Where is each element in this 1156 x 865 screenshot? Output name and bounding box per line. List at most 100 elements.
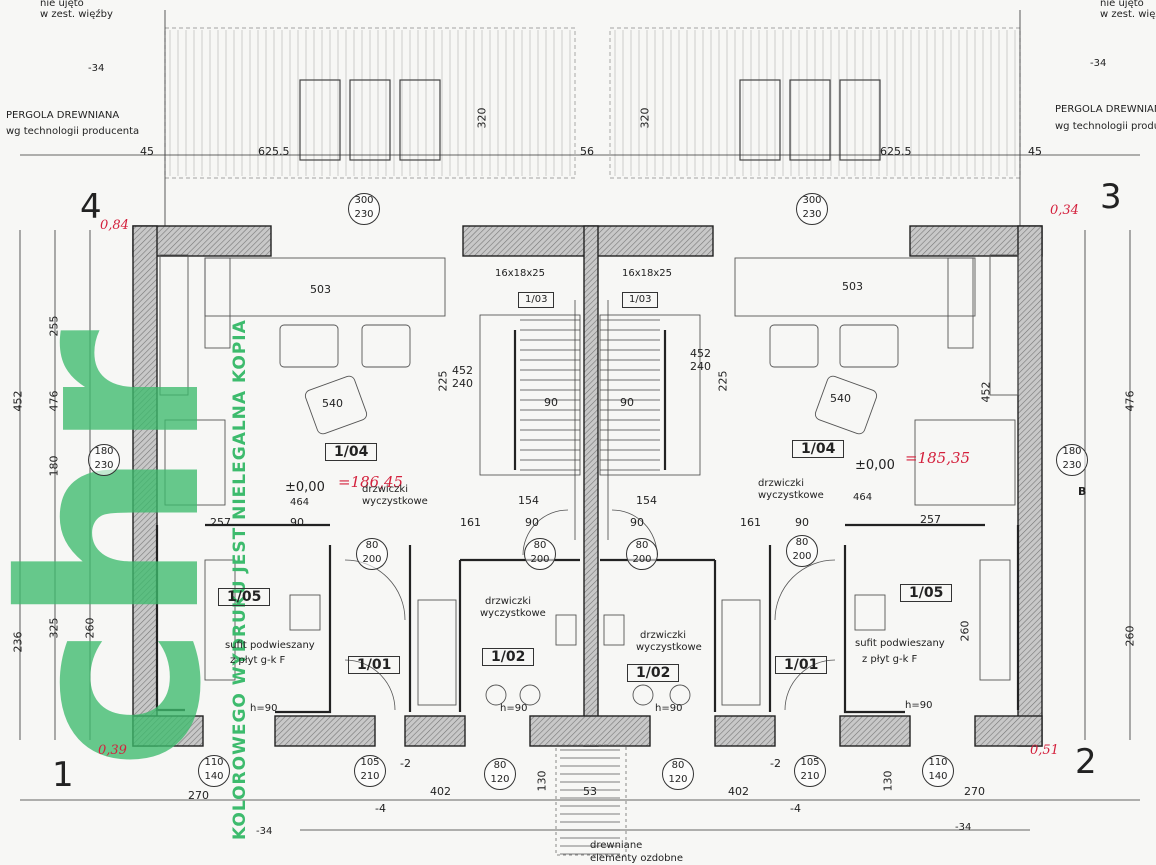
note-drzwiczki: drzwiczki [362, 484, 408, 495]
pergola-note: PERGOLA DREWNIANA [1055, 104, 1156, 115]
dim: 90 [795, 516, 809, 529]
axis-label-4: 4 [80, 187, 102, 227]
note-drzwiczki: wyczystkowe [758, 490, 824, 501]
dim: 402 [430, 785, 451, 798]
dim: 464 [853, 492, 873, 503]
dim: 90 [525, 516, 539, 529]
note-sufit: z płyt g-k F [230, 655, 286, 666]
dim: 257 [210, 516, 231, 529]
dim: 225 [716, 370, 730, 392]
dim: 320 [638, 107, 652, 129]
note-top-left: nie ujęto w zest. więźby [40, 0, 113, 20]
dim: 452 [979, 381, 993, 403]
note-drzwiczki: wyczystkowe [480, 608, 546, 619]
elev-label: -34 [955, 822, 972, 833]
dim: -2 [400, 757, 411, 770]
dim: h=90 [905, 700, 933, 711]
dim: 45 [140, 145, 154, 158]
dim: 260 [958, 620, 972, 642]
dim: -4 [790, 802, 801, 815]
pergola-note: PERGOLA DREWNIANA [6, 110, 120, 121]
red-annotation: 0,51 [1030, 743, 1059, 758]
red-annotation: 0,84 [100, 218, 129, 233]
pergola-note: wg technologii producenta [1055, 121, 1156, 132]
elev-label: -34 [256, 826, 273, 837]
dim: 260 [1123, 625, 1137, 647]
dim: 625.5 [258, 145, 290, 158]
room-label: 1/05 [218, 588, 271, 606]
elev-label: -34 [88, 63, 105, 74]
dim: 540 [830, 392, 851, 405]
dim: 270 [188, 789, 209, 802]
dim: 225 [436, 370, 450, 392]
note-sufit: z płyt g-k F [862, 654, 918, 665]
dim: 452 [690, 347, 711, 360]
note-drewniane: elementy ozdobne [590, 853, 684, 864]
dim: -4 [375, 802, 386, 815]
note-drzwiczki: drzwiczki [640, 630, 686, 641]
dim: h=90 [250, 703, 278, 714]
room-label: 1/03 [518, 292, 555, 308]
room-label: 1/04 [792, 440, 845, 458]
dim: 402 [728, 785, 749, 798]
dim: 452 [11, 390, 25, 412]
dim: 452 [452, 364, 473, 377]
watermark-text: KOLOROWEGO WYDRUKU JEST NIELEGALNA KOPIA [230, 319, 250, 840]
dim: 90 [620, 396, 634, 409]
pergola-right [609, 27, 1021, 179]
section-marker: B [1078, 485, 1087, 498]
note-sufit: sufit podwieszany [855, 638, 945, 649]
dim: h=90 [500, 703, 528, 714]
elev-label: -34 [1090, 58, 1107, 69]
dim: 540 [322, 397, 343, 410]
note-drzwiczki: drzwiczki [485, 596, 531, 607]
dim: 464 [290, 497, 310, 508]
room-label: 1/04 [325, 443, 378, 461]
red-annotation: =185,35 [905, 449, 971, 467]
dim: 90 [630, 516, 644, 529]
note-drzwiczki: drzwiczki [758, 478, 804, 489]
axis-label-3: 3 [1100, 177, 1122, 217]
room-label: 1/01 [775, 656, 828, 674]
room-label: 1/02 [627, 664, 680, 682]
room-label: 1/02 [482, 648, 535, 666]
dim: 240 [690, 360, 711, 373]
axis-label-1: 1 [52, 755, 74, 795]
dim: 257 [920, 513, 941, 526]
dim: 90 [544, 396, 558, 409]
level-label: ±0,00 [855, 458, 895, 473]
red-annotation: =186,45 [338, 473, 404, 491]
note-top-right: nie ujęto w zest. więźby [1100, 0, 1156, 20]
dim: 56 [580, 145, 594, 158]
pergola-left [164, 27, 576, 179]
note-drewniane: drewniane [590, 840, 643, 851]
dim: 255 [47, 315, 61, 337]
red-annotation: 0,39 [98, 743, 127, 758]
furniture-right [734, 254, 1019, 681]
stair-spec: 16x18x25 [495, 268, 546, 279]
dim: 503 [310, 283, 331, 296]
room-label: 1/01 [348, 656, 401, 674]
dim: 236 [11, 631, 25, 653]
dim: -2 [770, 757, 781, 770]
dim: 625.5 [880, 145, 912, 158]
dim: 503 [842, 280, 863, 293]
dim: 130 [535, 770, 549, 792]
room-label: 1/05 [900, 584, 953, 602]
stair-spec: 16x18x25 [622, 268, 673, 279]
dim: 53 [583, 785, 597, 798]
red-annotation: 0,34 [1050, 203, 1079, 218]
dim: 180 [47, 455, 61, 477]
